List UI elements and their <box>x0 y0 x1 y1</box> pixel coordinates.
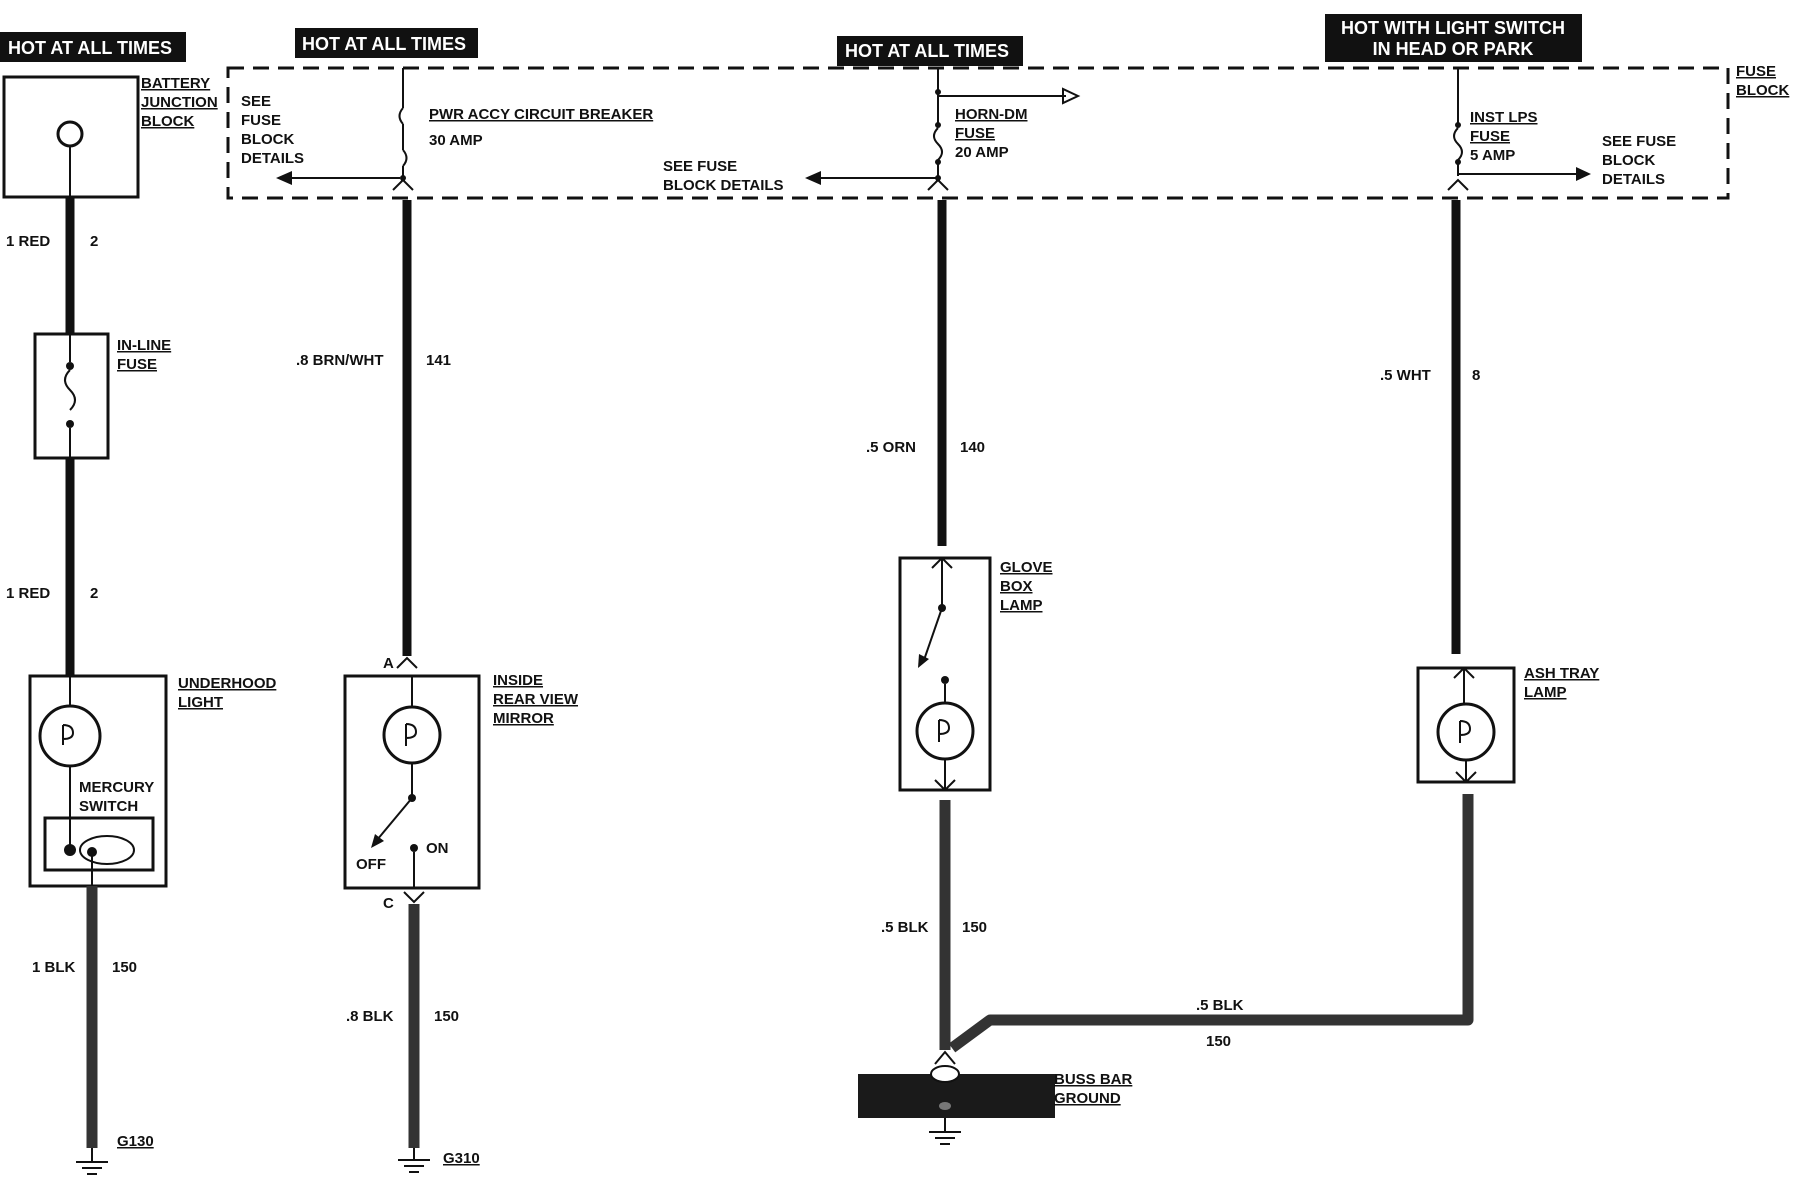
underhood-light-label-2: LIGHT <box>178 694 223 711</box>
ground-g130-icon <box>76 1148 108 1175</box>
mercury-switch <box>43 816 155 872</box>
fuse-block-label-2: BLOCK <box>1736 82 1789 99</box>
wire-1-top-color: 1 RED <box>6 233 50 250</box>
see-fuse-mid: SEE FUSE <box>663 158 737 175</box>
horn-dm-fuse <box>927 68 1081 191</box>
mirror-pin-a: A <box>383 655 394 672</box>
arrow-right-icon <box>1062 87 1081 105</box>
inline-fuse-label: IN-LINE <box>117 337 171 354</box>
mercury-switch-label: MERCURY <box>79 779 154 796</box>
wire-1-mid-circuit: 2 <box>90 585 98 602</box>
mercury-switch-label-2: SWITCH <box>79 798 138 815</box>
mirror-on-label: ON <box>426 840 449 857</box>
glove-box-lamp <box>898 556 992 792</box>
horn-fuse-label-2: FUSE <box>955 125 995 142</box>
wire-4-top-circuit: 8 <box>1472 367 1480 384</box>
buss-bar-ground <box>858 1074 1055 1118</box>
inst-fuse-label-2: FUSE <box>1470 128 1510 145</box>
svg-text:HOT AT ALL TIMES: HOT AT ALL TIMES <box>302 34 466 54</box>
header-hot-at-all-times-1: HOT AT ALL TIMES <box>0 32 186 62</box>
svg-text:HOT WITH LIGHT SWITCH: HOT WITH LIGHT SWITCH <box>1341 18 1565 38</box>
inline-fuse-label-2: FUSE <box>117 356 157 373</box>
mirror-switch-blade <box>376 797 413 841</box>
wire-2-top-circuit: 141 <box>426 352 451 369</box>
breaker-rating: 30 AMP <box>429 132 483 149</box>
buss-bar-label-2: GROUND <box>1054 1090 1121 1107</box>
underhood-light-label: UNDERHOOD <box>178 675 277 692</box>
ash-tray-label: ASH TRAY <box>1524 665 1599 682</box>
see-fuse-left-4: DETAILS <box>241 150 304 167</box>
mercury-bulb-icon <box>79 835 135 865</box>
see-fuse-right: SEE FUSE <box>1602 133 1676 150</box>
glove-box-switch <box>923 607 943 661</box>
wire-1-mid-color: 1 RED <box>6 585 50 602</box>
pwr-accy-circuit-breaker <box>392 68 414 191</box>
see-fuse-mid-2: BLOCK DETAILS <box>663 177 784 194</box>
svg-text:HOT AT ALL TIMES: HOT AT ALL TIMES <box>845 41 1009 61</box>
mirror-label-2: REAR VIEW <box>493 691 579 708</box>
wire-4-bot-circuit: 150 <box>1206 1033 1231 1050</box>
ash-tray-label-2: LAMP <box>1524 684 1567 701</box>
mirror-pin-c: C <box>383 895 394 912</box>
battery-block-label-2: JUNCTION <box>141 94 218 111</box>
buss-bar-label: BUSS BAR <box>1054 1071 1133 1088</box>
wire-1-bot-color: 1 BLK <box>32 959 76 976</box>
wire-3-top-color: .5 ORN <box>866 439 916 456</box>
horn-fuse-label: HORN-DM <box>955 106 1028 123</box>
wire-1-bot-circuit: 150 <box>112 959 137 976</box>
wire-3-bot-circuit: 150 <box>962 919 987 936</box>
see-fuse-left-2: FUSE <box>241 112 281 129</box>
wire-3-top-circuit: 140 <box>960 439 985 456</box>
breaker-label: PWR ACCY CIRCUIT BREAKER <box>429 106 653 123</box>
inst-fuse-rating: 5 AMP <box>1470 147 1515 164</box>
mirror-label-3: MIRROR <box>493 710 554 727</box>
arrow-left-icon <box>276 171 292 185</box>
fuse-block-outline <box>226 66 1730 200</box>
arrow-left-icon-2 <box>805 171 821 185</box>
fuse-icon <box>64 369 76 411</box>
fuse-block-label: FUSE <box>1736 63 1776 80</box>
svg-text:HOT AT ALL TIMES: HOT AT ALL TIMES <box>8 38 172 58</box>
battery-terminal-icon <box>56 120 84 148</box>
wire-4-top-color: .5 WHT <box>1380 367 1431 384</box>
wire-1-top-circuit: 2 <box>90 233 98 250</box>
wire-2-bot-color: .8 BLK <box>346 1008 394 1025</box>
horn-fuse-rating: 20 AMP <box>955 144 1009 161</box>
battery-block-label-3: BLOCK <box>141 113 194 130</box>
svg-text:IN HEAD OR PARK: IN HEAD OR PARK <box>1373 39 1534 59</box>
ground-g310-label: G310 <box>443 1150 480 1167</box>
wire-3-bot-color: .5 BLK <box>881 919 929 936</box>
glove-box-label: GLOVE <box>1000 559 1053 576</box>
inst-fuse-label: INST LPS <box>1470 109 1538 126</box>
in-line-fuse <box>33 332 110 460</box>
see-fuse-left-3: BLOCK <box>241 131 294 148</box>
inst-lps-fuse <box>1447 68 1591 191</box>
ground-buss-icon <box>929 1118 961 1145</box>
header-hot-at-all-times-3: HOT AT ALL TIMES <box>837 36 1023 66</box>
wire-2-top-color: .8 BRN/WHT <box>296 352 384 369</box>
ground-g130-label: G130 <box>117 1133 154 1150</box>
header-hot-with-light-switch: HOT WITH LIGHT SWITCH IN HEAD OR PARK <box>1325 14 1582 62</box>
wire-4-blk <box>948 794 1474 1053</box>
see-fuse-right-2: BLOCK <box>1602 152 1655 169</box>
see-fuse-right-3: DETAILS <box>1602 171 1665 188</box>
wire-4-bot-color: .5 BLK <box>1196 997 1244 1014</box>
header-hot-at-all-times-2: HOT AT ALL TIMES <box>295 28 478 58</box>
arrow-right-icon-2 <box>1576 167 1591 181</box>
glove-box-label-3: LAMP <box>1000 597 1043 614</box>
mirror-label: INSIDE <box>493 672 543 689</box>
wire-2-bot-circuit: 150 <box>434 1008 459 1025</box>
mirror-off-label: OFF <box>356 856 386 873</box>
see-fuse-left: SEE <box>241 93 271 110</box>
battery-block-label: BATTERY <box>141 75 210 92</box>
ground-g310-icon <box>398 1148 430 1173</box>
glove-box-label-2: BOX <box>1000 578 1033 595</box>
